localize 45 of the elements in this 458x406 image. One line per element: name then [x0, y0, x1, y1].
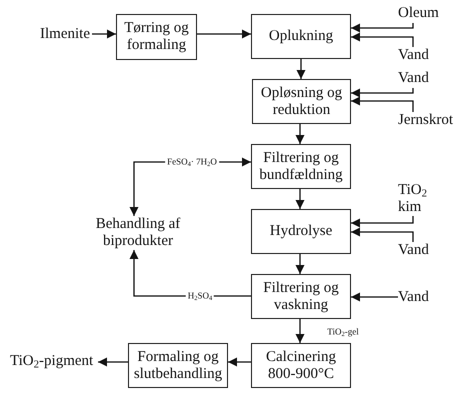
arrow [92, 30, 116, 38]
arrow [228, 358, 251, 366]
step-label: Calcinering 800-900°C [265, 348, 337, 382]
arrow [296, 124, 304, 144]
step-label: Opløsning og reduktion [260, 84, 344, 118]
arrow [351, 32, 414, 47]
arrow [296, 319, 304, 343]
process-box [251, 144, 351, 189]
input-label: Vand [398, 289, 434, 307]
step-label: Tørring og formaling [123, 20, 190, 54]
input-label: Vand [398, 242, 434, 260]
step-label: Formaling og slutbehandling [132, 348, 224, 382]
arrow [98, 358, 128, 366]
arrow [296, 189, 304, 209]
input-label: Vand [398, 70, 434, 88]
edge-label: FeSO$_{4}$· 7H$_{2}$O [165, 156, 219, 168]
edge-label: H$_{2}$SO$_{4}$ [186, 290, 214, 302]
process-box [251, 274, 351, 319]
product-label: TiO$_{2}$-pigment [10, 353, 98, 371]
arrow [197, 30, 251, 38]
arrow [351, 88, 414, 98]
process-box [251, 209, 351, 254]
arrow [351, 96, 414, 112]
step-label: Filtrering og vaskning [262, 280, 340, 314]
edge-label: TiO$_{2}$-gel [325, 326, 361, 338]
arrow [351, 23, 414, 32]
input-label: Jernskrot [398, 112, 456, 130]
process-box [251, 14, 351, 59]
arrow [296, 254, 304, 274]
step-label: Hydrolyse [268, 223, 334, 240]
step-label: Behandling af biprodukter [93, 216, 183, 250]
process-box [252, 79, 351, 124]
process-box [116, 14, 197, 60]
arrow [351, 292, 398, 302]
input-label: Oleum [398, 5, 442, 23]
input-label: Ilmenite [40, 26, 92, 44]
arrow [296, 59, 306, 79]
input-label: Vand [398, 47, 434, 65]
process-box [128, 343, 228, 388]
step-label: Oplukning [268, 28, 334, 45]
arrow [351, 228, 414, 242]
arrow [351, 216, 414, 228]
step-label: Filtrering og bundfældning [258, 150, 344, 184]
input-label: TiO$_{2}$ kim [398, 182, 432, 216]
process-box [251, 343, 351, 388]
